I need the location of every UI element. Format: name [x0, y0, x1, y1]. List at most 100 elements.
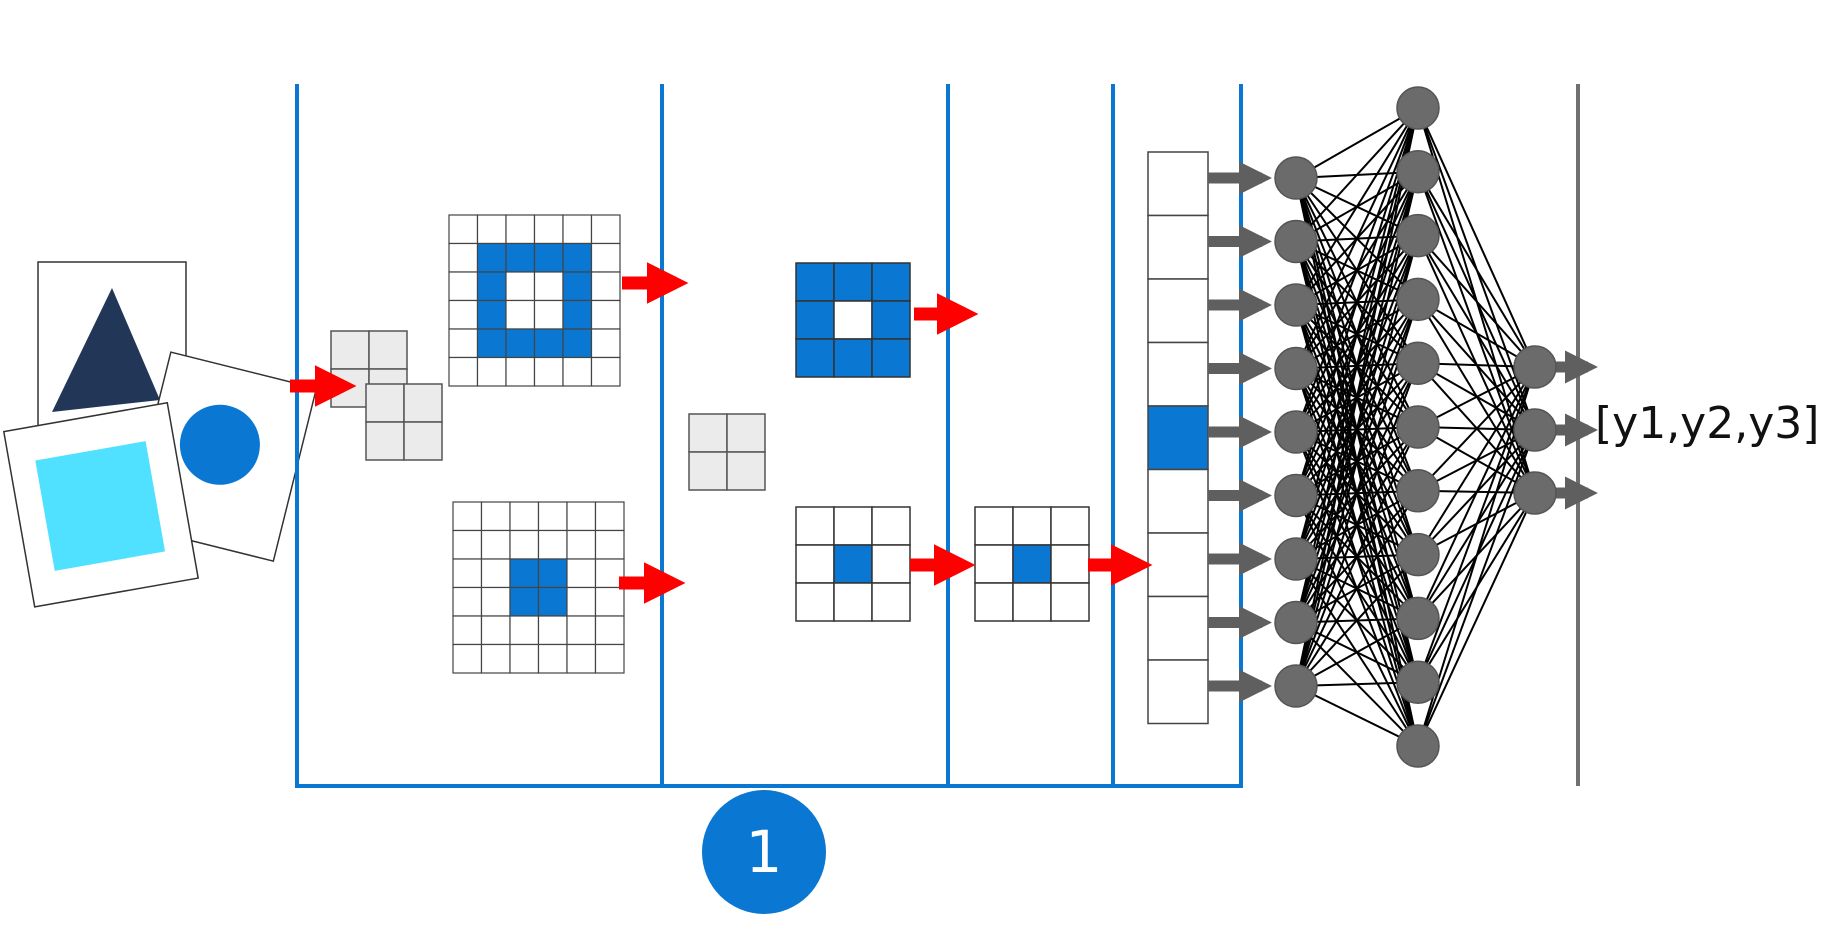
- grid-cell: [448, 328, 479, 359]
- output-arrows: [1552, 350, 1598, 510]
- hidden-node: [1396, 277, 1440, 322]
- flow-arrows: [290, 262, 1153, 604]
- grid-cell: [726, 451, 766, 491]
- grid-cell: [403, 383, 443, 423]
- grid-cell: [533, 356, 564, 387]
- grid-cell: [594, 529, 625, 560]
- grid-cell: [562, 356, 593, 387]
- grid-cell: [533, 299, 564, 330]
- vector-cell: [1147, 214, 1209, 280]
- grid-cell: [974, 582, 1014, 622]
- connection: [1417, 366, 1536, 619]
- grid-cell: [537, 501, 568, 532]
- grid-cell: [448, 356, 479, 387]
- grid-cell: [594, 643, 625, 674]
- grid-cell: [795, 262, 835, 302]
- hidden-node: [1396, 660, 1440, 704]
- grid-cell: [452, 615, 483, 646]
- feature-map-top: [448, 214, 621, 387]
- grid-cell: [1012, 582, 1052, 622]
- grid-cell: [480, 615, 511, 646]
- grid-cell: [509, 615, 540, 646]
- grid-cell: [974, 506, 1014, 546]
- grid-cell: [594, 501, 625, 532]
- step-badge[interactable]: 1: [702, 790, 826, 914]
- grid-cell: [480, 558, 511, 589]
- grid-cell: [476, 356, 507, 387]
- grid-cell: [452, 558, 483, 589]
- feature-map-bottom: [452, 501, 625, 674]
- connection: [1295, 235, 1419, 687]
- connection: [1295, 362, 1419, 687]
- vector-cell: [1147, 405, 1209, 471]
- grid-cell: [533, 328, 564, 359]
- grid-cell: [509, 558, 540, 589]
- grid-cell: [566, 615, 597, 646]
- grid-cell: [590, 356, 621, 387]
- grid-cell: [688, 451, 728, 491]
- grid-cell: [537, 558, 568, 589]
- network-nodes: [1274, 86, 1557, 768]
- grid-cell: [590, 271, 621, 302]
- grid-cell: [562, 328, 593, 359]
- grid-cell: [509, 586, 540, 617]
- grid-cell: [562, 299, 593, 330]
- connection: [1295, 685, 1419, 747]
- grid-cell: [1012, 544, 1052, 584]
- connection: [1295, 107, 1419, 243]
- grid-cell: [368, 330, 408, 370]
- grid-cell: [871, 262, 911, 302]
- grid-cell: [795, 338, 835, 378]
- grid-cell: [871, 338, 911, 378]
- grid-cell: [480, 643, 511, 674]
- connection: [1417, 366, 1536, 556]
- output-label: [y1,y2,y3]: [1595, 398, 1820, 449]
- grid-cell: [1012, 506, 1052, 546]
- output-node: [1513, 408, 1557, 452]
- input-node: [1274, 219, 1318, 264]
- grid-cell: [795, 300, 835, 340]
- pooling-window-icon: [688, 413, 766, 491]
- connection: [1417, 492, 1536, 747]
- input-node: [1274, 283, 1318, 327]
- grid-cell: [1050, 582, 1090, 622]
- dense-network-icon: [1208, 86, 1598, 768]
- grid-cell: [533, 271, 564, 302]
- input-images-icon: [2, 261, 318, 608]
- hidden-node: [1396, 86, 1440, 130]
- grid-cell: [833, 262, 873, 302]
- connection: [1417, 298, 1536, 368]
- grid-cell: [833, 338, 873, 378]
- hidden-node: [1396, 341, 1440, 385]
- grid-cell: [505, 271, 536, 302]
- grid-cell: [590, 242, 621, 273]
- grid-cell: [476, 271, 507, 302]
- connection: [1417, 171, 1536, 368]
- grid-cell: [833, 506, 873, 546]
- grid-cell: [795, 506, 835, 546]
- hidden-node: [1396, 213, 1440, 258]
- connection: [1417, 366, 1536, 492]
- grid-cell: [476, 242, 507, 273]
- grid-cell: [533, 242, 564, 273]
- grid-cell: [562, 242, 593, 273]
- grid-cell: [566, 558, 597, 589]
- connection: [1295, 553, 1419, 687]
- vector-cell: [1147, 278, 1209, 344]
- grid-cell: [795, 544, 835, 584]
- output-node: [1513, 345, 1557, 389]
- grid-cell: [509, 501, 540, 532]
- connection: [1295, 107, 1419, 306]
- grid-cell: [476, 328, 507, 359]
- grid-cell: [590, 328, 621, 359]
- connection: [1295, 107, 1419, 687]
- grid-cell: [688, 413, 728, 453]
- connection: [1417, 366, 1536, 683]
- vector-cell: [1147, 659, 1209, 725]
- grid-cell: [566, 501, 597, 532]
- input-node: [1274, 346, 1318, 391]
- vector-cell: [1147, 341, 1209, 407]
- hidden-node: [1396, 405, 1440, 449]
- grid-cell: [537, 586, 568, 617]
